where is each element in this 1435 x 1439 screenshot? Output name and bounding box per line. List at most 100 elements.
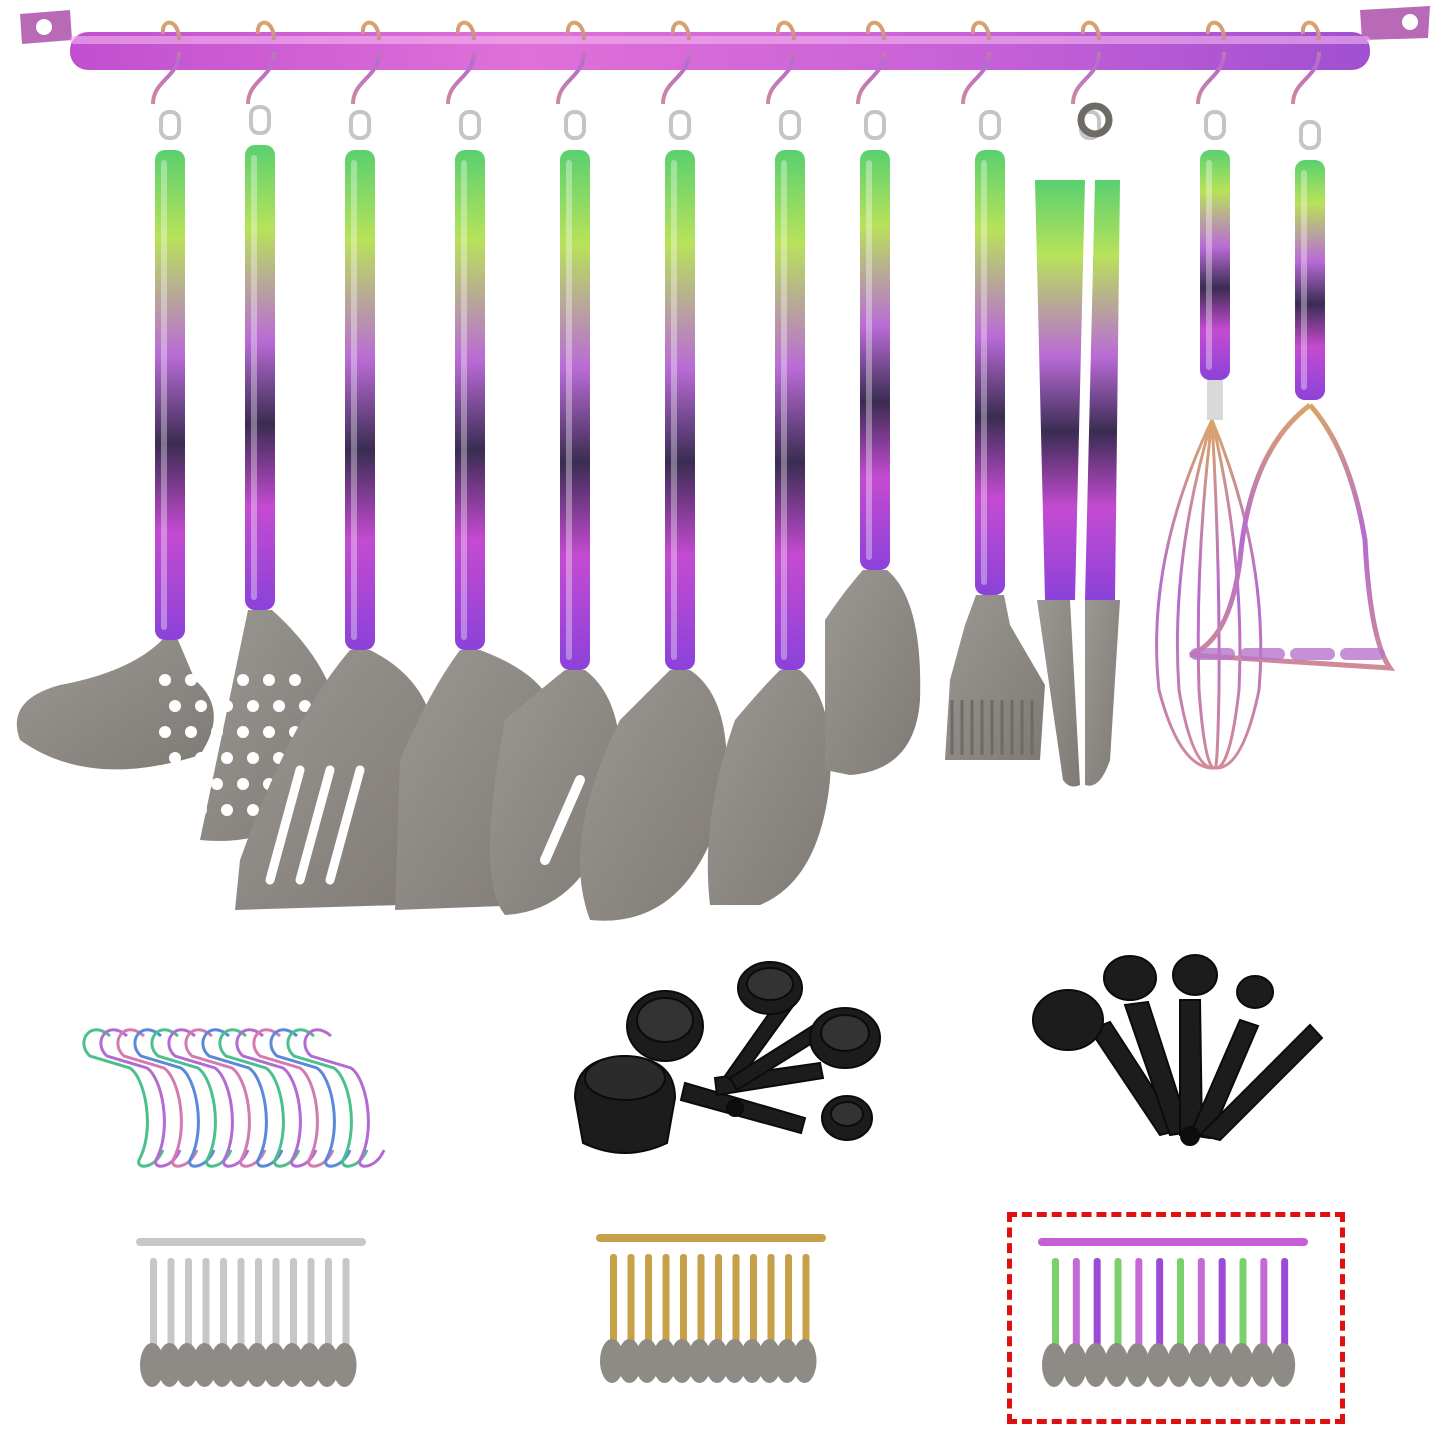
handle [560,150,590,670]
s-hook [1291,20,1321,105]
mini-head [157,1343,182,1387]
mini-handle [802,1254,810,1344]
mini-handle [150,1258,157,1348]
hanging-rail [20,6,1430,70]
mini-head [1229,1343,1254,1387]
silicone-head [825,570,921,775]
rail-mount-right [1360,6,1430,40]
drain-hole [237,674,249,686]
mini-head [1250,1343,1275,1387]
variant-silver-thumbnail[interactable] [128,1230,378,1400]
mini-head [140,1343,164,1387]
handle [775,150,805,670]
drain-hole [185,674,197,686]
handle [975,150,1005,595]
s-hook [286,1028,369,1168]
s-hook [235,1028,318,1168]
mini-head [687,1339,712,1383]
s-hook [961,20,991,105]
whisk-wire [1175,419,1216,770]
masher-plate [1290,648,1335,660]
s-hook [218,1028,301,1168]
spoon-half-tsp [1172,954,1218,996]
mini-head [757,1339,782,1383]
slot [265,765,305,885]
mini-head [1104,1343,1129,1387]
s-hook [351,20,381,105]
s-hook [856,20,886,105]
soup-ladle [16,110,214,770]
mount-screw-hole [36,19,52,35]
drain-hole [299,700,311,712]
drain-hole [221,700,233,712]
mini-rail [1038,1238,1308,1246]
drain-hole [185,778,197,790]
handle [455,150,485,650]
mini-head [670,1339,694,1383]
mini-handle [1239,1258,1247,1348]
s-hook [116,1028,199,1168]
hanging-ring [864,110,886,140]
mini-head [262,1343,287,1387]
variant-rainbow-thumbnail[interactable] [1030,1230,1320,1402]
mini-rail [136,1238,366,1246]
s-hook [167,1028,250,1168]
silicone-head [580,670,727,921]
s-hook [133,1028,216,1168]
mini-handle [1156,1258,1164,1348]
drain-hole [195,752,207,764]
handle [245,145,275,610]
mini-handle [627,1254,635,1344]
mini-handle [680,1254,687,1344]
variant-gold-thumbnail[interactable] [588,1226,838,1396]
selected-variant-highlight [1007,1212,1345,1424]
spoon-handle [1198,1023,1324,1142]
slot [540,775,585,865]
drain-hole [263,726,275,738]
mini-head [1187,1343,1212,1387]
s-hook [1196,20,1226,105]
mini-head [192,1343,217,1387]
hanging-ring [779,110,801,140]
mini-handle [1093,1258,1101,1348]
mini-handle [750,1254,757,1344]
s-hook [184,1028,267,1168]
mini-handle [715,1254,722,1344]
pasta-server [707,110,831,905]
hanging-ring [564,110,586,140]
drain-hole [211,726,223,738]
spoon-tbsp [1032,989,1104,1051]
drain-hole [247,804,259,816]
masher-plate [1190,648,1235,660]
handle [665,150,695,670]
drain-hole [289,674,301,686]
slotted-turner [235,110,435,910]
handle [1200,150,1230,380]
hanging-ring [459,110,481,140]
mini-handle [1052,1258,1059,1348]
mini-handle [167,1258,175,1348]
silicone-head [945,595,1045,760]
drain-hole [211,674,223,686]
mini-handle [255,1258,262,1348]
whisk-wire [1210,419,1242,770]
mount-screw-hole [1402,14,1418,30]
cup-ring [726,1099,744,1117]
spoon-quarter-tsp [1236,975,1274,1009]
mini-head [210,1343,234,1387]
s-hook [252,1028,335,1168]
mini-head [740,1339,764,1383]
loose-s-hooks [82,1028,386,1168]
mini-handle [202,1258,210,1348]
spoon-tsp [1103,955,1157,1001]
mini-handle [1114,1258,1122,1348]
mini-head [635,1339,659,1383]
hanging-ring [979,110,1001,140]
handle [155,150,185,640]
mini-head [1083,1343,1108,1387]
mini-handle [1072,1258,1080,1348]
drain-hole [169,700,181,712]
hanging-ring [1204,110,1226,140]
whisk [1155,110,1263,770]
